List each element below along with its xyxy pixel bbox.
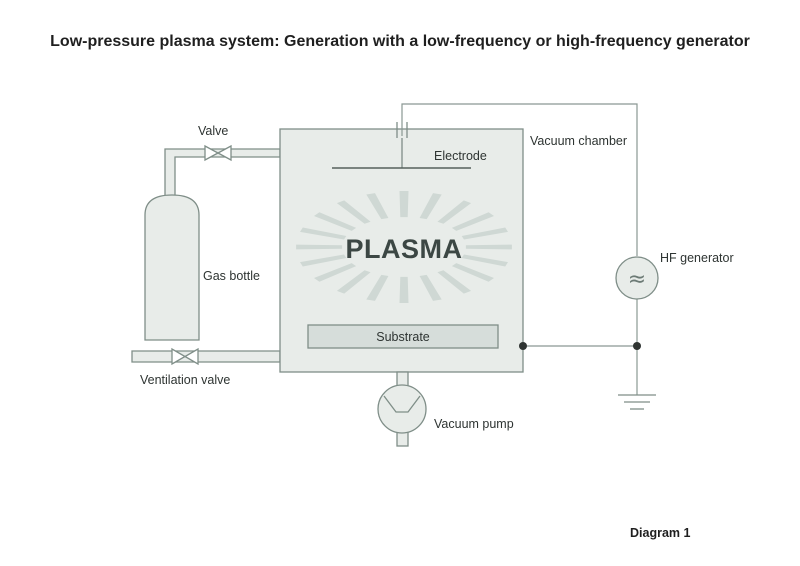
chamber-junction-dot (519, 342, 527, 350)
plasma-ray (437, 270, 472, 294)
plasma-ray (366, 193, 389, 220)
ventilation-valve-symbol (171, 347, 199, 366)
plasma-ray (461, 227, 508, 240)
plasma-ray (314, 212, 357, 231)
plasma-ray (399, 191, 409, 218)
plasma-ray (451, 212, 494, 231)
plasma-glow (296, 191, 512, 303)
hf-supply-wire (401, 103, 638, 256)
vacuum-pump-icon (383, 395, 421, 413)
ground-junction-dot (633, 342, 641, 350)
plasma-ray (300, 227, 347, 240)
plasma-label: PLASMA (346, 234, 463, 264)
plasma-ray (419, 193, 442, 220)
vacuum-pump (377, 384, 427, 434)
hf-generator (615, 256, 659, 300)
ventilation-pipe (131, 350, 281, 363)
plasma-ray (437, 200, 472, 224)
electrode-label: Electrode (434, 149, 487, 163)
valve-label: Valve (198, 124, 228, 138)
plasma-ray (399, 276, 409, 303)
diagram-title: Low-pressure plasma system: Generation w… (50, 33, 750, 50)
gas-bottle (144, 194, 200, 341)
plasma-ray (336, 270, 371, 294)
plasma-ray (336, 200, 371, 224)
ventilation-valve-label: Ventilation valve (140, 373, 230, 387)
ground-icon (618, 394, 656, 410)
plasma-ray (461, 254, 508, 267)
gas-supply-pipe (164, 148, 281, 199)
vacuum-pump-label: Vacuum pump (434, 417, 514, 431)
diagram-caption: Diagram 1 (630, 526, 691, 540)
plasma-ray (314, 263, 357, 282)
substrate-plate (307, 324, 499, 349)
plasma-ray (300, 254, 347, 267)
plasma-ray (465, 244, 512, 250)
plasma-ray (419, 274, 442, 301)
vacuum-chamber-label: Vacuum chamber (530, 134, 627, 148)
substrate-label: Substrate (376, 330, 430, 344)
gas-bottle-label: Gas bottle (203, 269, 260, 283)
valve-symbol (204, 144, 232, 162)
plasma-ray (296, 244, 343, 250)
hf-generator-wave-icon: ≈ (628, 267, 646, 292)
hf-generator-label: HF generator (660, 251, 734, 265)
plasma-ray (366, 274, 389, 301)
plasma-ray (451, 263, 494, 282)
